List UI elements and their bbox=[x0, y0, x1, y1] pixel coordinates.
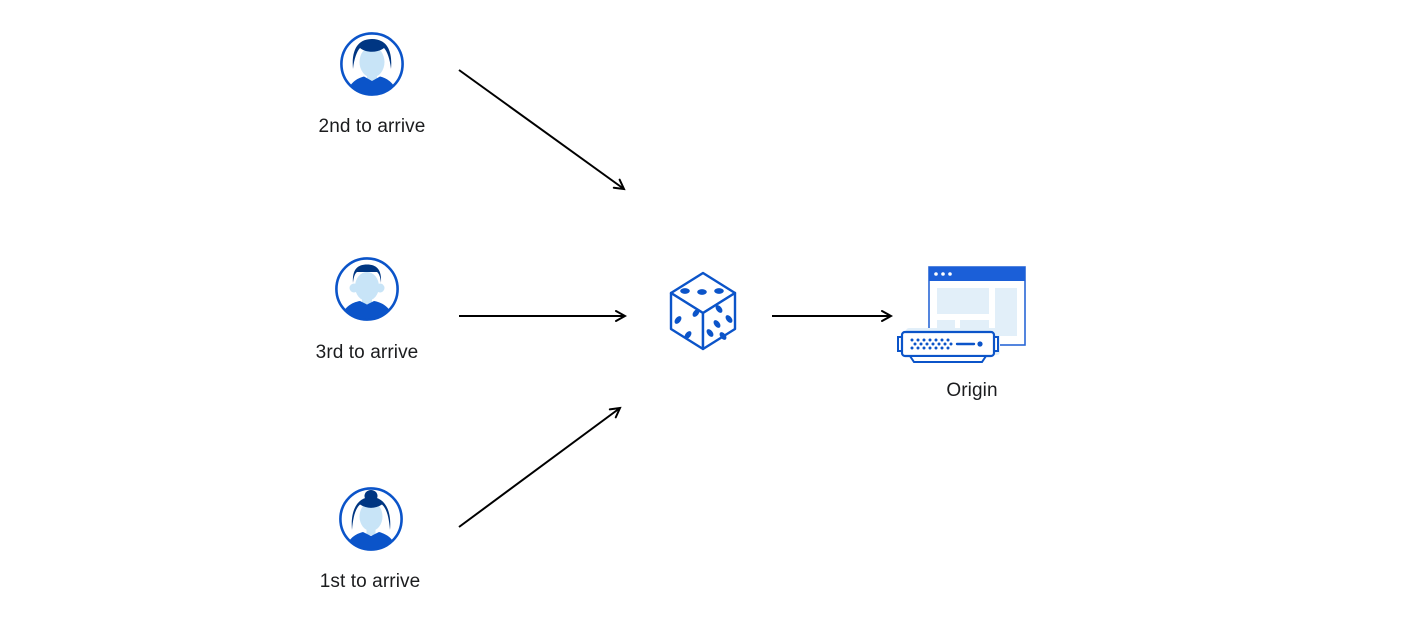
arrow-visitor2nd-to-dice bbox=[458, 69, 624, 189]
label-visitor-2nd: 2nd to arrive bbox=[318, 116, 426, 137]
dice-icon bbox=[668, 271, 738, 353]
node-origin bbox=[894, 262, 1034, 367]
node-visitor-2nd bbox=[339, 31, 405, 97]
arrow-visitor1st-to-dice bbox=[458, 408, 620, 528]
user-avatar-man-flat-top-icon bbox=[334, 256, 400, 322]
server-icon bbox=[897, 328, 1000, 363]
origin-server-browser-icon bbox=[894, 262, 1034, 367]
label-origin: Origin bbox=[946, 380, 998, 401]
label-visitor-1st: 1st to arrive bbox=[319, 571, 421, 592]
node-random-dice bbox=[668, 271, 738, 353]
node-visitor-3rd bbox=[334, 256, 400, 322]
user-avatar-man-swept-hair-icon bbox=[339, 31, 405, 97]
node-visitor-1st bbox=[338, 486, 404, 552]
user-avatar-woman-bun-icon bbox=[338, 486, 404, 552]
label-visitor-3rd: 3rd to arrive bbox=[315, 342, 419, 363]
